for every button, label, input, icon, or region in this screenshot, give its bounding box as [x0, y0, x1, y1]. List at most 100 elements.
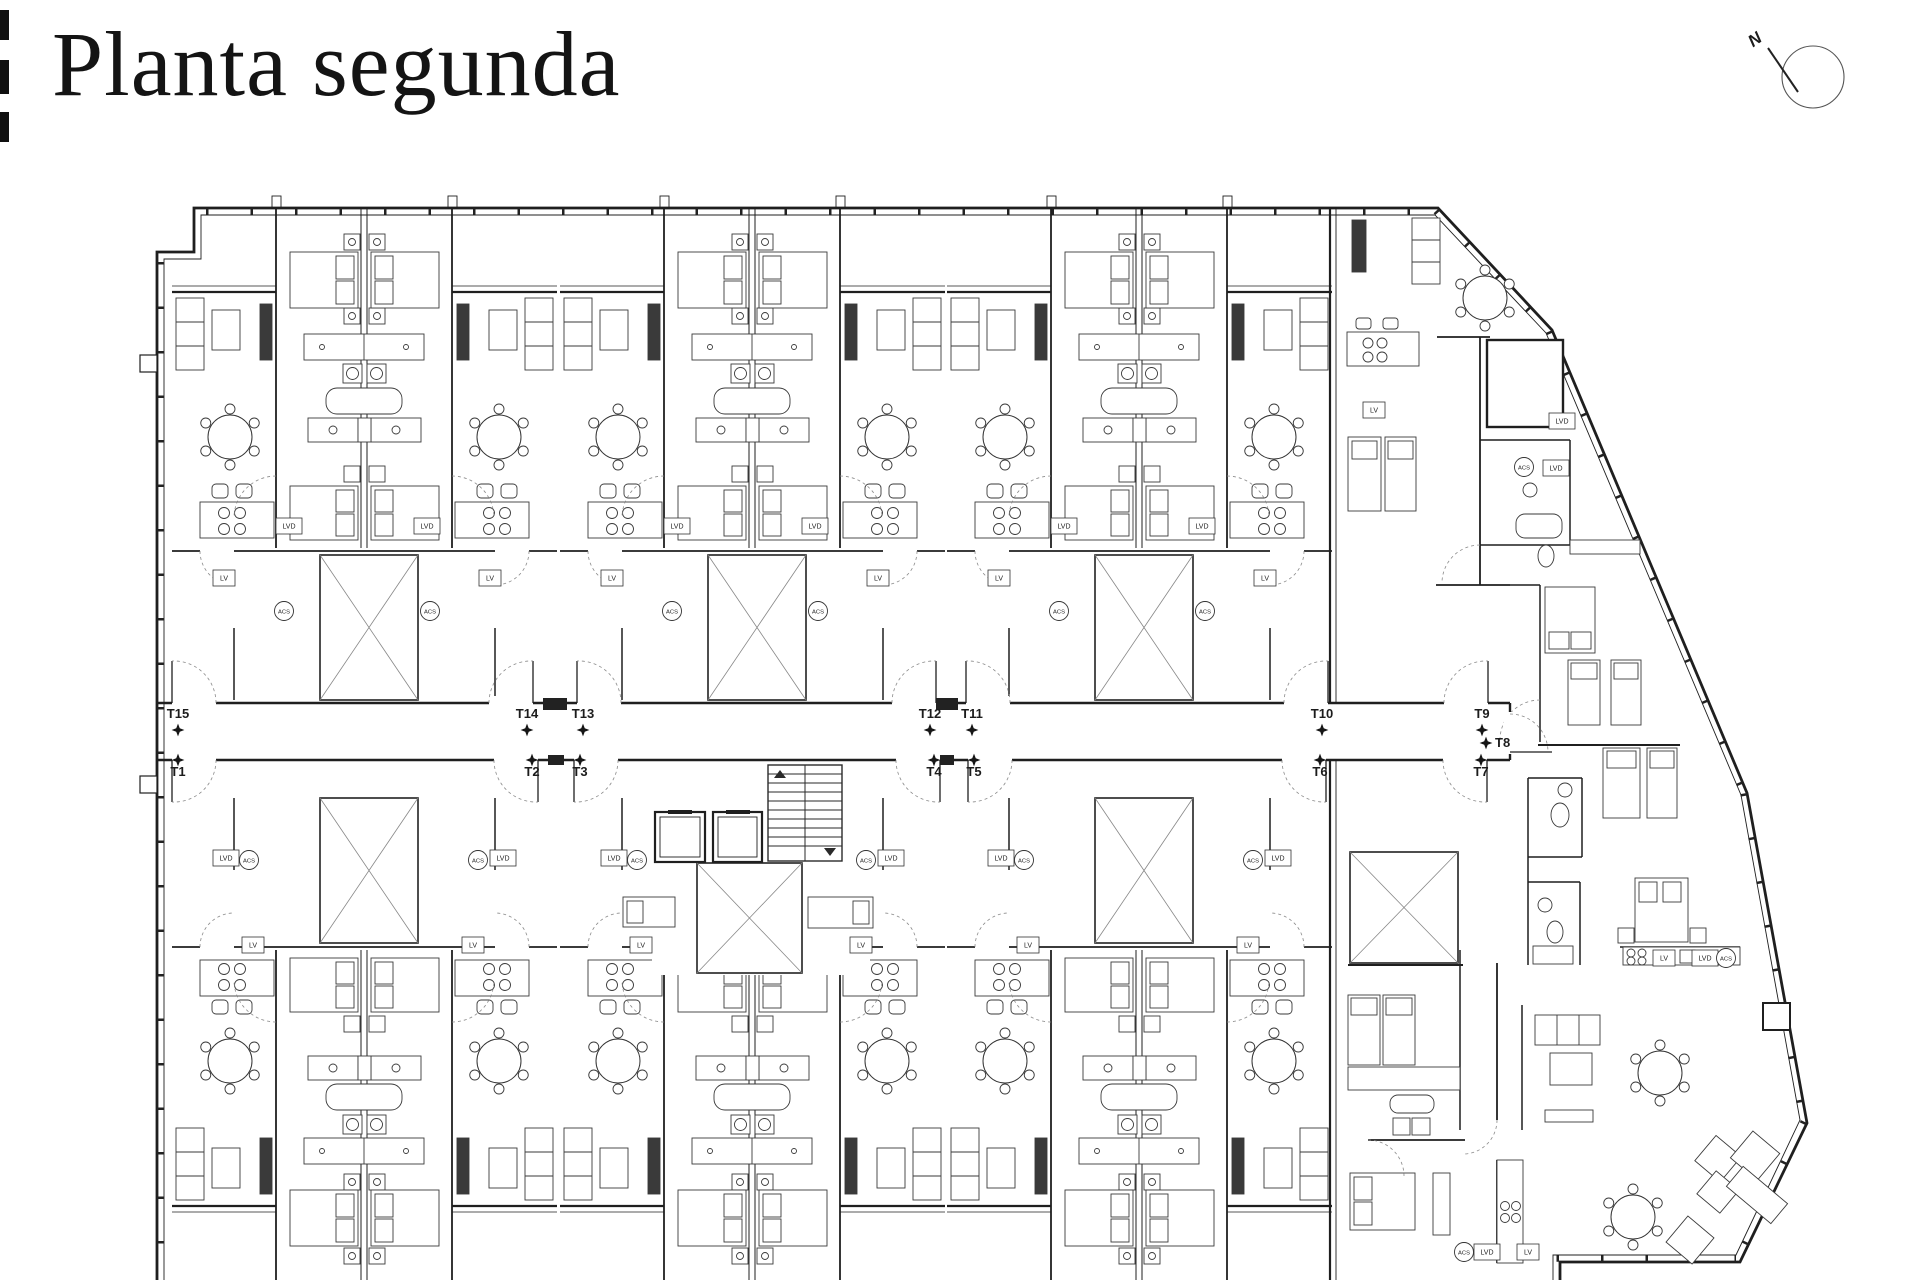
- svg-text:LVD: LVD: [1698, 955, 1711, 962]
- double-bed: [1349, 1172, 1416, 1231]
- core-side-beds: [622, 896, 874, 929]
- dining-tables: [200, 264, 1690, 1251]
- corridor-pillar: [543, 698, 567, 710]
- svg-text:T7: T7: [1473, 764, 1488, 779]
- unit-door-T13: T13: [572, 660, 622, 737]
- dining-table: [200, 403, 260, 471]
- dining-table: [588, 403, 648, 471]
- svg-text:T8: T8: [1495, 735, 1510, 750]
- room-tag-lvd: LVD: [275, 517, 303, 535]
- dining-table: [469, 403, 529, 471]
- svg-text:LV: LV: [995, 575, 1003, 582]
- tv-bench: [1544, 1109, 1594, 1123]
- svg-text:LV: LV: [874, 575, 882, 582]
- room-tag-acs: ACS: [1243, 850, 1263, 870]
- staircase: [767, 764, 843, 862]
- window-ticks: [157, 208, 1807, 1280]
- room-tag-lv: LV: [461, 936, 485, 954]
- room-tag-acs: ACS: [808, 601, 828, 621]
- room-tag-lvd: LVD: [1542, 459, 1570, 477]
- dining-table: [588, 1027, 648, 1095]
- unit-door-T5: T5: [966, 753, 1013, 803]
- svg-text:T15: T15: [167, 706, 189, 721]
- corridor-pillar: [548, 755, 564, 765]
- wardrobe: [1569, 539, 1641, 555]
- room-tag-lv: LV: [987, 569, 1011, 587]
- page-edge-mark: [0, 60, 9, 94]
- unit-door-T14: T14: [488, 660, 539, 737]
- unit-door-T8: T8: [1479, 712, 1552, 754]
- svg-text:ACS: ACS: [1247, 858, 1259, 864]
- svg-text:LVD: LVD: [219, 855, 232, 862]
- room-tag-acs: ACS: [1716, 948, 1736, 968]
- bathtub: [1515, 513, 1563, 539]
- patio-terrace: [1485, 338, 1565, 429]
- twin-beds: [1347, 994, 1416, 1066]
- dining-table: [1244, 403, 1304, 471]
- room-tag-lv: LV: [866, 569, 890, 587]
- right-wing: [1328, 208, 1789, 1280]
- washbasin: [1411, 1117, 1431, 1136]
- room-tag-lvd: LVD: [489, 849, 517, 867]
- room-tag-lv: LV: [241, 936, 265, 954]
- svg-text:LV: LV: [220, 575, 228, 582]
- svg-text:LVD: LVD: [884, 855, 897, 862]
- room-tag-lvd: LVD: [1188, 517, 1216, 535]
- dining-table: [857, 1027, 917, 1095]
- room-tag-acs: ACS: [420, 601, 440, 621]
- light-well: [696, 862, 803, 974]
- unit-door-T4: T4: [895, 753, 942, 803]
- svg-text:LV: LV: [1244, 942, 1252, 949]
- light-well: [319, 797, 419, 944]
- room-tag-lv: LV: [849, 936, 873, 954]
- room-tag-acs: ACS: [1195, 601, 1215, 621]
- room-tag-lvd: LVD: [1691, 949, 1719, 967]
- light-well: [319, 554, 419, 701]
- svg-text:LVD: LVD: [1555, 418, 1568, 425]
- svg-text:ACS: ACS: [666, 609, 678, 615]
- svg-text:ACS: ACS: [278, 609, 290, 615]
- light-well: [1094, 797, 1194, 944]
- room-tag-acs: ACS: [468, 850, 488, 870]
- svg-text:LV: LV: [469, 942, 477, 949]
- washbasin: [1522, 482, 1538, 498]
- room-tag-lv: LV: [478, 569, 502, 587]
- dining-table: [200, 1027, 260, 1095]
- north-arrow: N: [1744, 28, 1845, 109]
- svg-text:ACS: ACS: [1518, 465, 1530, 471]
- room-tag-lv: LV: [629, 936, 653, 954]
- page-title: Planta segunda: [52, 13, 621, 115]
- svg-text:T1: T1: [170, 764, 185, 779]
- svg-text:LVD: LVD: [607, 855, 620, 862]
- room-tag-acs: ACS: [662, 601, 682, 621]
- page-edge-mark: [0, 112, 9, 142]
- room-tag-acs: ACS: [627, 850, 647, 870]
- light-well: [1094, 554, 1194, 701]
- room-tag-lv: LV: [1516, 1243, 1540, 1261]
- washbasin: [1557, 782, 1573, 798]
- dining-table: [857, 403, 917, 471]
- svg-text:LVD: LVD: [420, 523, 433, 530]
- sofa: [1411, 217, 1441, 285]
- unit-door-T1: T1: [170, 753, 217, 803]
- unit-door-T2: T2: [493, 753, 540, 803]
- svg-text:LV: LV: [857, 942, 865, 949]
- room-tag-lvd: LVD: [987, 849, 1015, 867]
- svg-text:LV: LV: [608, 575, 616, 582]
- room-tag-lv: LV: [1016, 936, 1040, 954]
- coffee-table: [1549, 1052, 1593, 1086]
- dining-table: [469, 1027, 529, 1095]
- unit-door-T11: T11: [961, 660, 1011, 737]
- double-bed: [1617, 877, 1707, 944]
- room-tag-acs: ACS: [1454, 1242, 1474, 1262]
- room-tag-lv: LV: [1362, 401, 1386, 419]
- page-edge-mark: [0, 10, 9, 40]
- svg-text:ACS: ACS: [243, 858, 255, 864]
- svg-text:T11: T11: [961, 706, 983, 721]
- shower: [1532, 945, 1574, 965]
- room-tag-lv: LV: [1253, 569, 1277, 587]
- twin-beds: [1602, 747, 1678, 819]
- svg-text:LV: LV: [637, 942, 645, 949]
